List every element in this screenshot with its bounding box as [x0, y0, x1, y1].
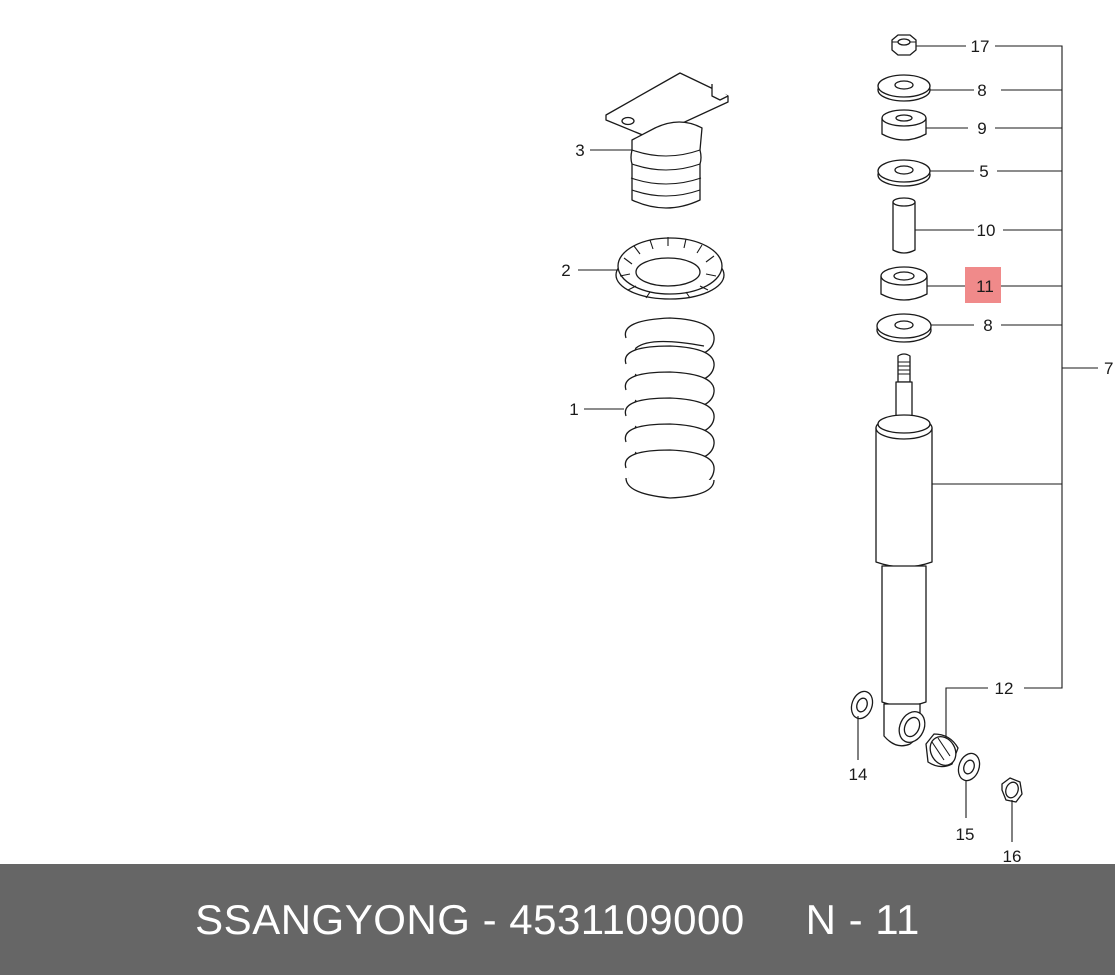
- callout-15: 15: [956, 825, 975, 844]
- callout-8-bottom: 8: [983, 316, 992, 335]
- callout-8-top: 8: [977, 81, 986, 100]
- part-9-bushing: [881, 109, 927, 141]
- highlight-box-11: [965, 267, 1001, 303]
- footer-brand: SSANGYONG: [195, 895, 471, 943]
- callout-10: 10: [977, 221, 996, 240]
- part-16-nut: [1001, 777, 1023, 803]
- diagram-svg: 3 2 1 17 8 9 5 10 11 8 7 12 14 15 16: [561, 34, 1113, 864]
- part-11-bushing-highlighted: [880, 266, 928, 301]
- callout-5: 5: [979, 162, 988, 181]
- part-5-washer: [877, 159, 931, 187]
- footer-part-number: 4531109000: [509, 895, 745, 943]
- footer-caption: SSANGYONG - 4531109000 N - 11: [195, 896, 920, 944]
- part-3-bump-stop: [605, 72, 729, 209]
- leader-lines: [578, 45, 1098, 842]
- footer-gap: [745, 896, 806, 943]
- callout-16: 16: [1003, 847, 1022, 864]
- part-2-spring-seat: [615, 237, 725, 300]
- part-8-washer-top: [877, 74, 931, 102]
- part-12-bushing: [925, 733, 959, 768]
- part-15-washer: [957, 752, 981, 782]
- callout-14: 14: [849, 765, 868, 784]
- callout-1: 1: [569, 400, 578, 419]
- callout-labels: 3 2 1 17 8 9 5 10 11 8 7 12 14 15 16: [561, 37, 1113, 864]
- part-14-washer: [850, 690, 874, 720]
- part-10-sleeve: [892, 197, 916, 254]
- callout-17: 17: [971, 37, 990, 56]
- callout-11: 11: [976, 277, 994, 296]
- part-7-shock-absorber: [875, 353, 933, 747]
- footer-ref: N - 11: [805, 895, 920, 943]
- callout-12: 12: [995, 679, 1014, 698]
- callout-2: 2: [561, 261, 570, 280]
- part-17-nut: [891, 34, 917, 56]
- part-8-washer-bottom: [876, 313, 932, 343]
- footer-separator: -: [470, 895, 510, 943]
- callout-7: 7: [1104, 359, 1113, 378]
- parts-diagram: 3 2 1 17 8 9 5 10 11 8 7 12 14 15 16: [561, 34, 1114, 864]
- callout-3: 3: [575, 141, 584, 160]
- part-1-coil-spring: [624, 317, 715, 499]
- callout-9: 9: [977, 119, 986, 138]
- footer-bar: SSANGYONG - 4531109000 N - 11: [0, 864, 1115, 975]
